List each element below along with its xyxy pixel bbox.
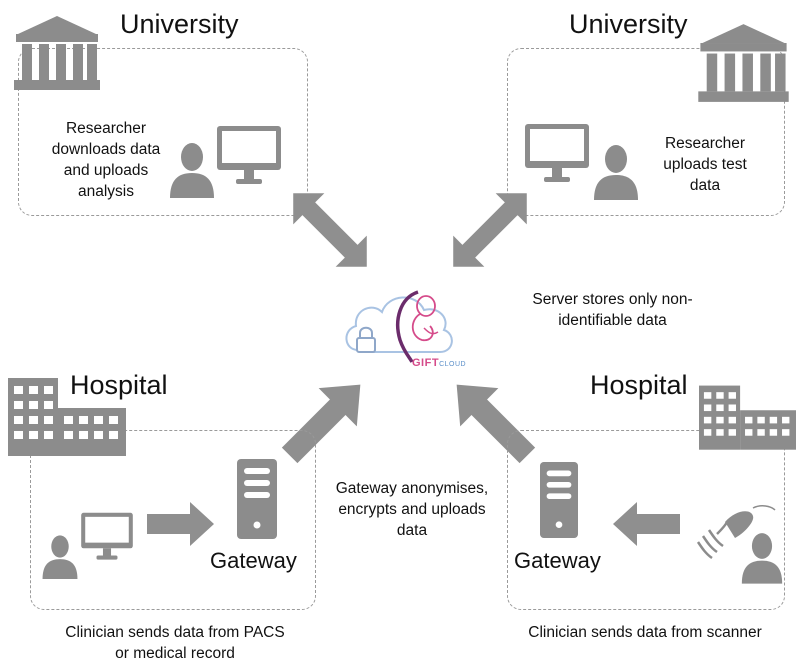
university-left-title: University bbox=[120, 9, 239, 39]
researcher-right-caption: Researcher uploads test data bbox=[663, 135, 747, 194]
person-icon bbox=[170, 143, 214, 198]
server-caption: Server stores only non- identifiable dat… bbox=[532, 291, 693, 329]
university-building-icon bbox=[14, 16, 100, 90]
gift-cloud-logo bbox=[345, 290, 453, 363]
researcher-left-caption: Researcher downloads data and uploads an… bbox=[51, 120, 161, 200]
clinician-right-caption: Clinician sends data from scanner bbox=[528, 624, 762, 641]
gateway-right-label: Gateway bbox=[514, 548, 601, 573]
person-icon bbox=[42, 535, 78, 579]
person-icon bbox=[741, 533, 783, 584]
hospital-left-box bbox=[30, 430, 316, 610]
monitor-icon bbox=[81, 512, 133, 560]
university-building-icon bbox=[698, 24, 789, 102]
clinician-left-caption: Clinician sends data from PACS or medica… bbox=[65, 624, 285, 662]
monitor-icon bbox=[217, 126, 281, 184]
arrow-left-to-gateway bbox=[147, 502, 214, 546]
hospital-right-title: Hospital bbox=[590, 370, 688, 400]
server-icon bbox=[540, 462, 578, 538]
hospital-building-icon bbox=[8, 378, 126, 456]
fetus-outline-arc bbox=[396, 290, 419, 363]
server-icon bbox=[237, 459, 277, 539]
person-icon bbox=[594, 145, 638, 200]
hospital-building-icon bbox=[699, 385, 796, 450]
double-arrow-top-left bbox=[293, 193, 367, 267]
lock-icon bbox=[356, 326, 376, 353]
arrow-right-to-gateway bbox=[613, 502, 680, 546]
arrow-bottom-left-up bbox=[281, 384, 361, 464]
monitor-icon bbox=[525, 124, 589, 182]
gift-cloud-logo-text: GIFTCLOUD bbox=[412, 357, 467, 369]
double-arrow-top-right bbox=[453, 193, 527, 267]
ultrasound-probe-icon bbox=[696, 505, 776, 560]
gateway-left-label: Gateway bbox=[210, 548, 297, 573]
hospital-right-box bbox=[507, 430, 785, 610]
university-right-title: University bbox=[569, 9, 688, 39]
gateway-caption: Gateway anonymises, encrypts and uploads… bbox=[335, 480, 489, 539]
fetus-icon bbox=[411, 295, 439, 342]
university-left-box bbox=[18, 48, 308, 216]
cloud-icon bbox=[345, 296, 453, 353]
university-right-box bbox=[507, 48, 785, 216]
hospital-left-title: Hospital bbox=[70, 370, 168, 400]
